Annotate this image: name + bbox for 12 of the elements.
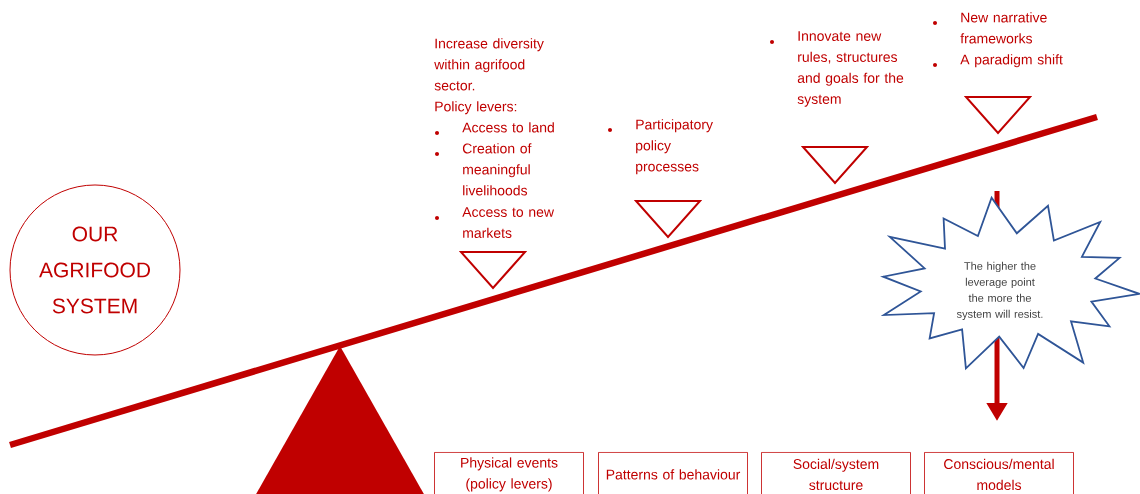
lever-text: Increase diversity within agrifood sector.	[434, 38, 544, 91]
level-box: Physical events (policy levers)	[434, 452, 584, 494]
lever-text: Policy levers:	[435, 101, 517, 115]
lever-text: A paradigm shift	[960, 54, 1063, 68]
level-box: Conscious/mental models	[924, 452, 1074, 494]
level-box: Patterns of behaviour	[598, 452, 748, 494]
starburst-callout: The higher the leverage point the more the system will resist.	[880, 195, 1140, 371]
node-label: The higher the leverage point the more the system will resist.	[956, 261, 1043, 321]
level-box: Social/system structure	[761, 452, 911, 494]
lever-text: Access to new markets	[462, 207, 555, 238]
lever-text: Innovate new rules, structures and goals for the system	[797, 31, 904, 107]
lever-text: Access to land	[462, 122, 554, 133]
